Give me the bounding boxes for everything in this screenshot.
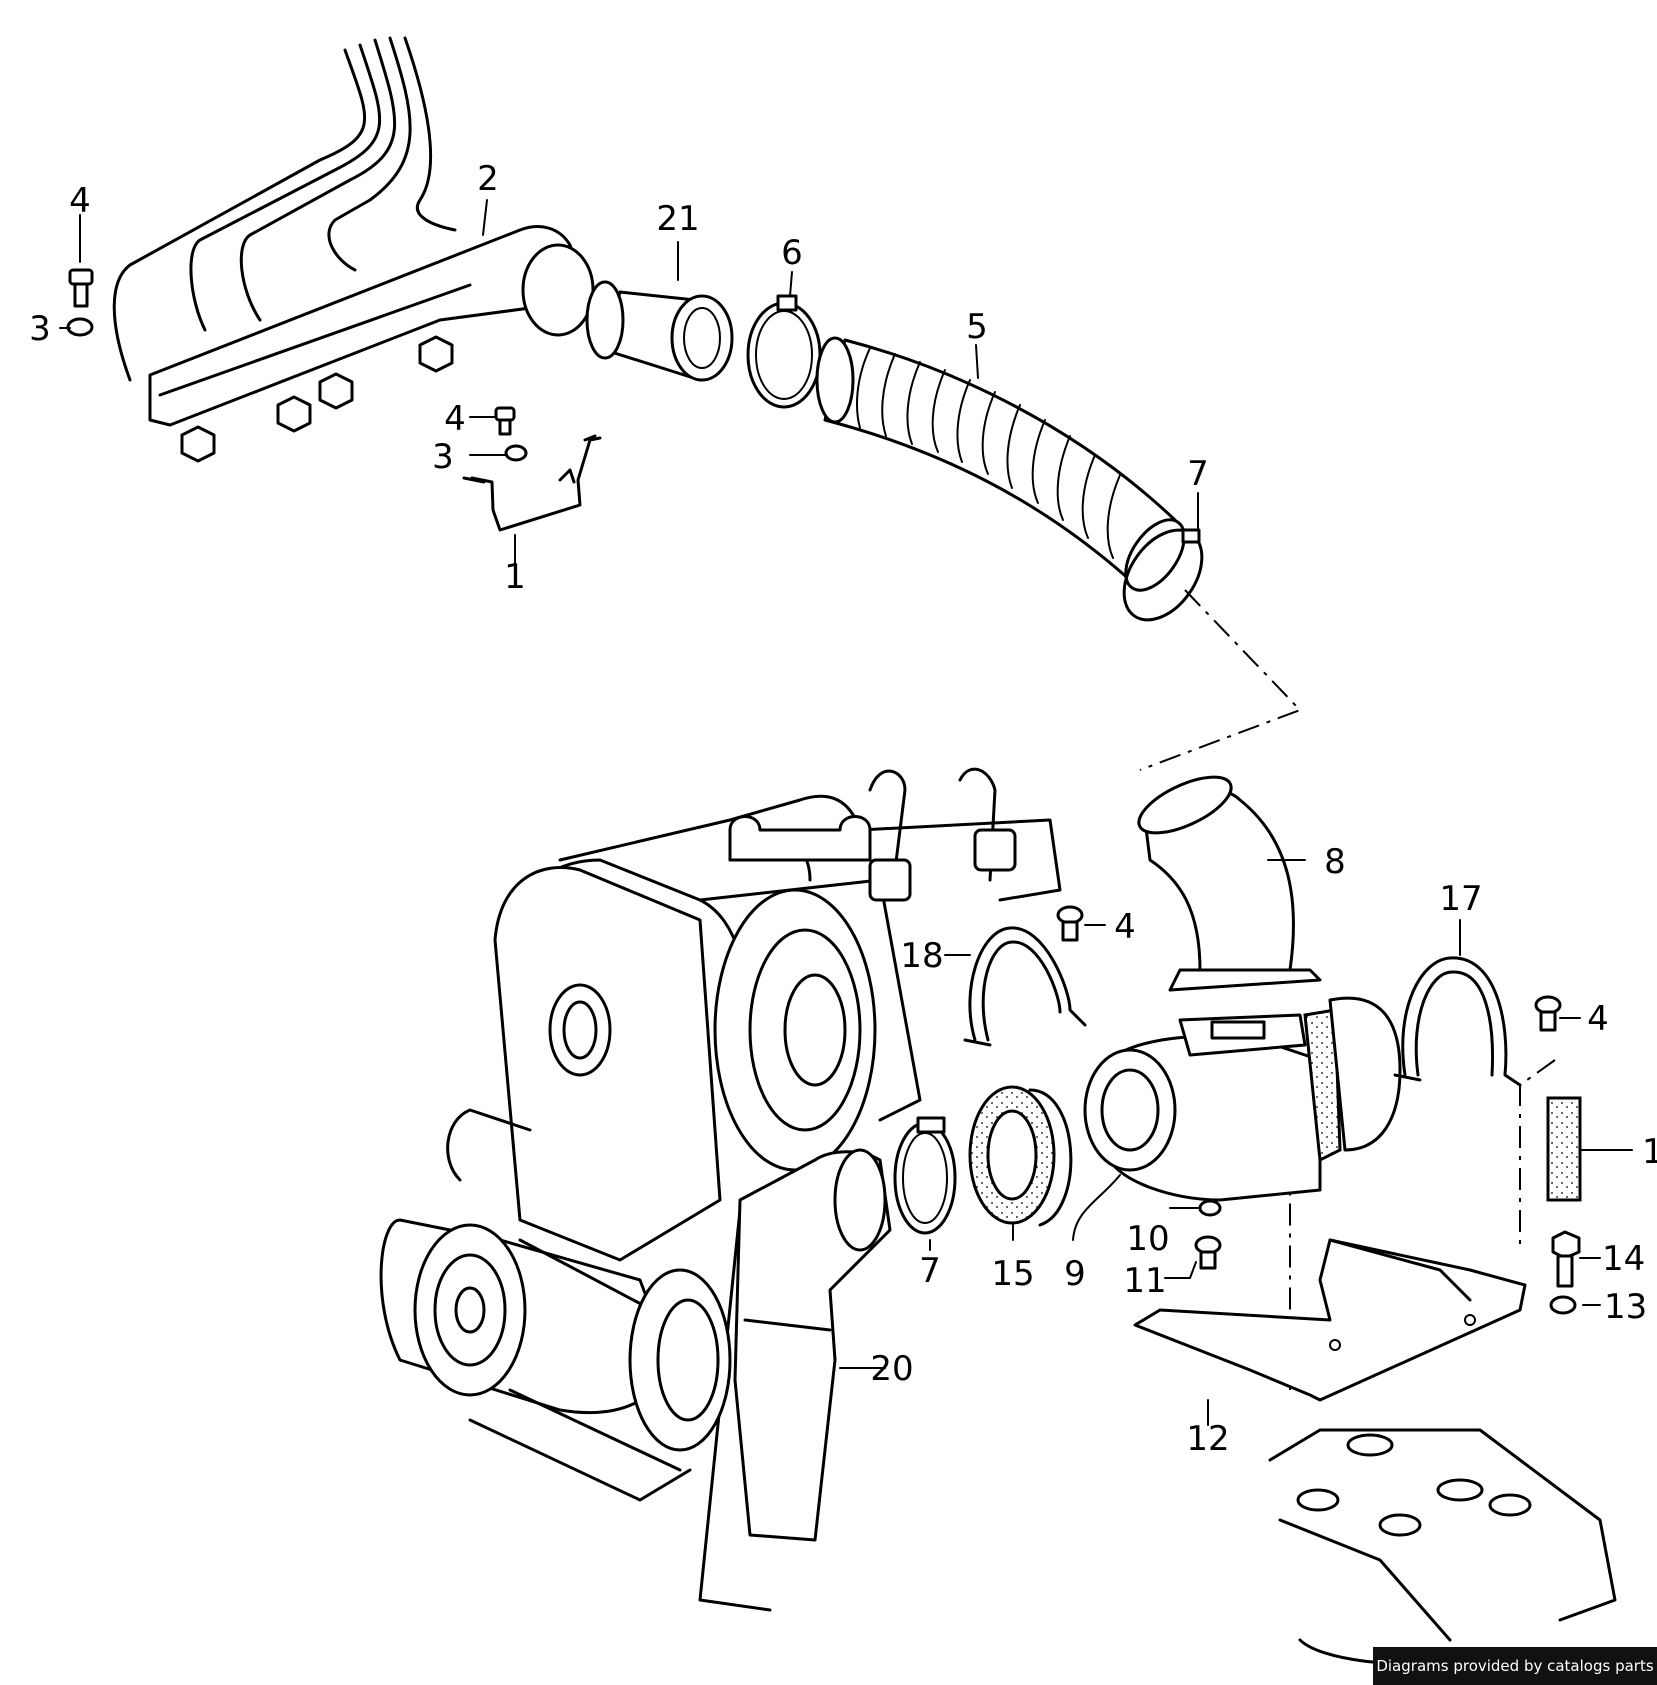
callout-6: 6 xyxy=(781,233,803,273)
injector-nuts xyxy=(180,335,454,463)
engine-block xyxy=(379,767,1062,1612)
callout-4-right: 4 xyxy=(1587,999,1609,1039)
part-8-elbow xyxy=(1137,775,1322,992)
callout-9: 9 xyxy=(1064,1254,1086,1294)
callout-8: 8 xyxy=(1324,842,1346,882)
callout-7-lower: 7 xyxy=(919,1251,941,1291)
callout-labels: 4 3 2 21 6 5 7 4 3 1 8 4 18 17 4 19 14 1… xyxy=(29,159,1657,1459)
part-18-strap xyxy=(963,926,1087,1047)
callout-4-top-left: 4 xyxy=(69,181,91,221)
callout-18: 18 xyxy=(900,936,943,976)
part-10-washer xyxy=(1198,1199,1222,1217)
callout-21: 21 xyxy=(656,199,699,239)
part-14-bolt xyxy=(1551,1230,1581,1288)
part-19-foam-pad xyxy=(1546,1096,1582,1202)
part-7-hose-clamp-lower xyxy=(893,1116,957,1235)
callout-4-center: 4 xyxy=(444,399,466,439)
part-5-corrugated-hose xyxy=(815,336,1186,592)
callout-19: 19 xyxy=(1642,1132,1657,1172)
part-12-mounting-bracket xyxy=(1133,1238,1527,1402)
part-9-air-flow-meter xyxy=(1083,996,1402,1202)
callout-4-middle: 4 xyxy=(1114,907,1136,947)
bolt-4-right xyxy=(1534,995,1562,1032)
callout-1: 1 xyxy=(504,557,526,597)
bolt-and-washer-left xyxy=(66,268,94,337)
part-21-sleeve xyxy=(585,280,734,382)
callout-13: 13 xyxy=(1604,1287,1647,1327)
leader-lines xyxy=(59,199,1633,1426)
credit-banner: Diagrams provided by catalogs parts xyxy=(1373,1647,1657,1685)
fuel-lines xyxy=(112,36,457,382)
callout-5: 5 xyxy=(966,307,988,347)
callout-20: 20 xyxy=(870,1349,913,1389)
part-13-washer xyxy=(1549,1295,1577,1315)
callout-7-upper: 7 xyxy=(1187,454,1209,494)
callout-3-left: 3 xyxy=(29,309,51,349)
part-1-bracket xyxy=(462,434,602,532)
part-2-air-distributor xyxy=(148,225,595,463)
routing-line xyxy=(1139,589,1302,771)
callout-3-center: 3 xyxy=(432,437,454,477)
small-bolt-and-washer-upper xyxy=(494,406,528,462)
part-20-intake-hose xyxy=(733,1148,892,1542)
engine-carrier xyxy=(1268,1428,1617,1666)
callout-15: 15 xyxy=(991,1254,1034,1294)
part-15-seal-ring xyxy=(968,1085,1073,1227)
bolt-4-center xyxy=(1056,905,1084,942)
part-11-screw xyxy=(1194,1235,1222,1270)
part-6-hose-clamp xyxy=(746,294,822,409)
part-17-strap xyxy=(1393,956,1522,1087)
callout-14: 14 xyxy=(1602,1239,1645,1279)
callout-11: 11 xyxy=(1123,1261,1166,1301)
callout-17: 17 xyxy=(1439,879,1482,919)
callout-2: 2 xyxy=(477,159,499,199)
callout-12: 12 xyxy=(1186,1419,1229,1459)
callout-10: 10 xyxy=(1126,1219,1169,1259)
